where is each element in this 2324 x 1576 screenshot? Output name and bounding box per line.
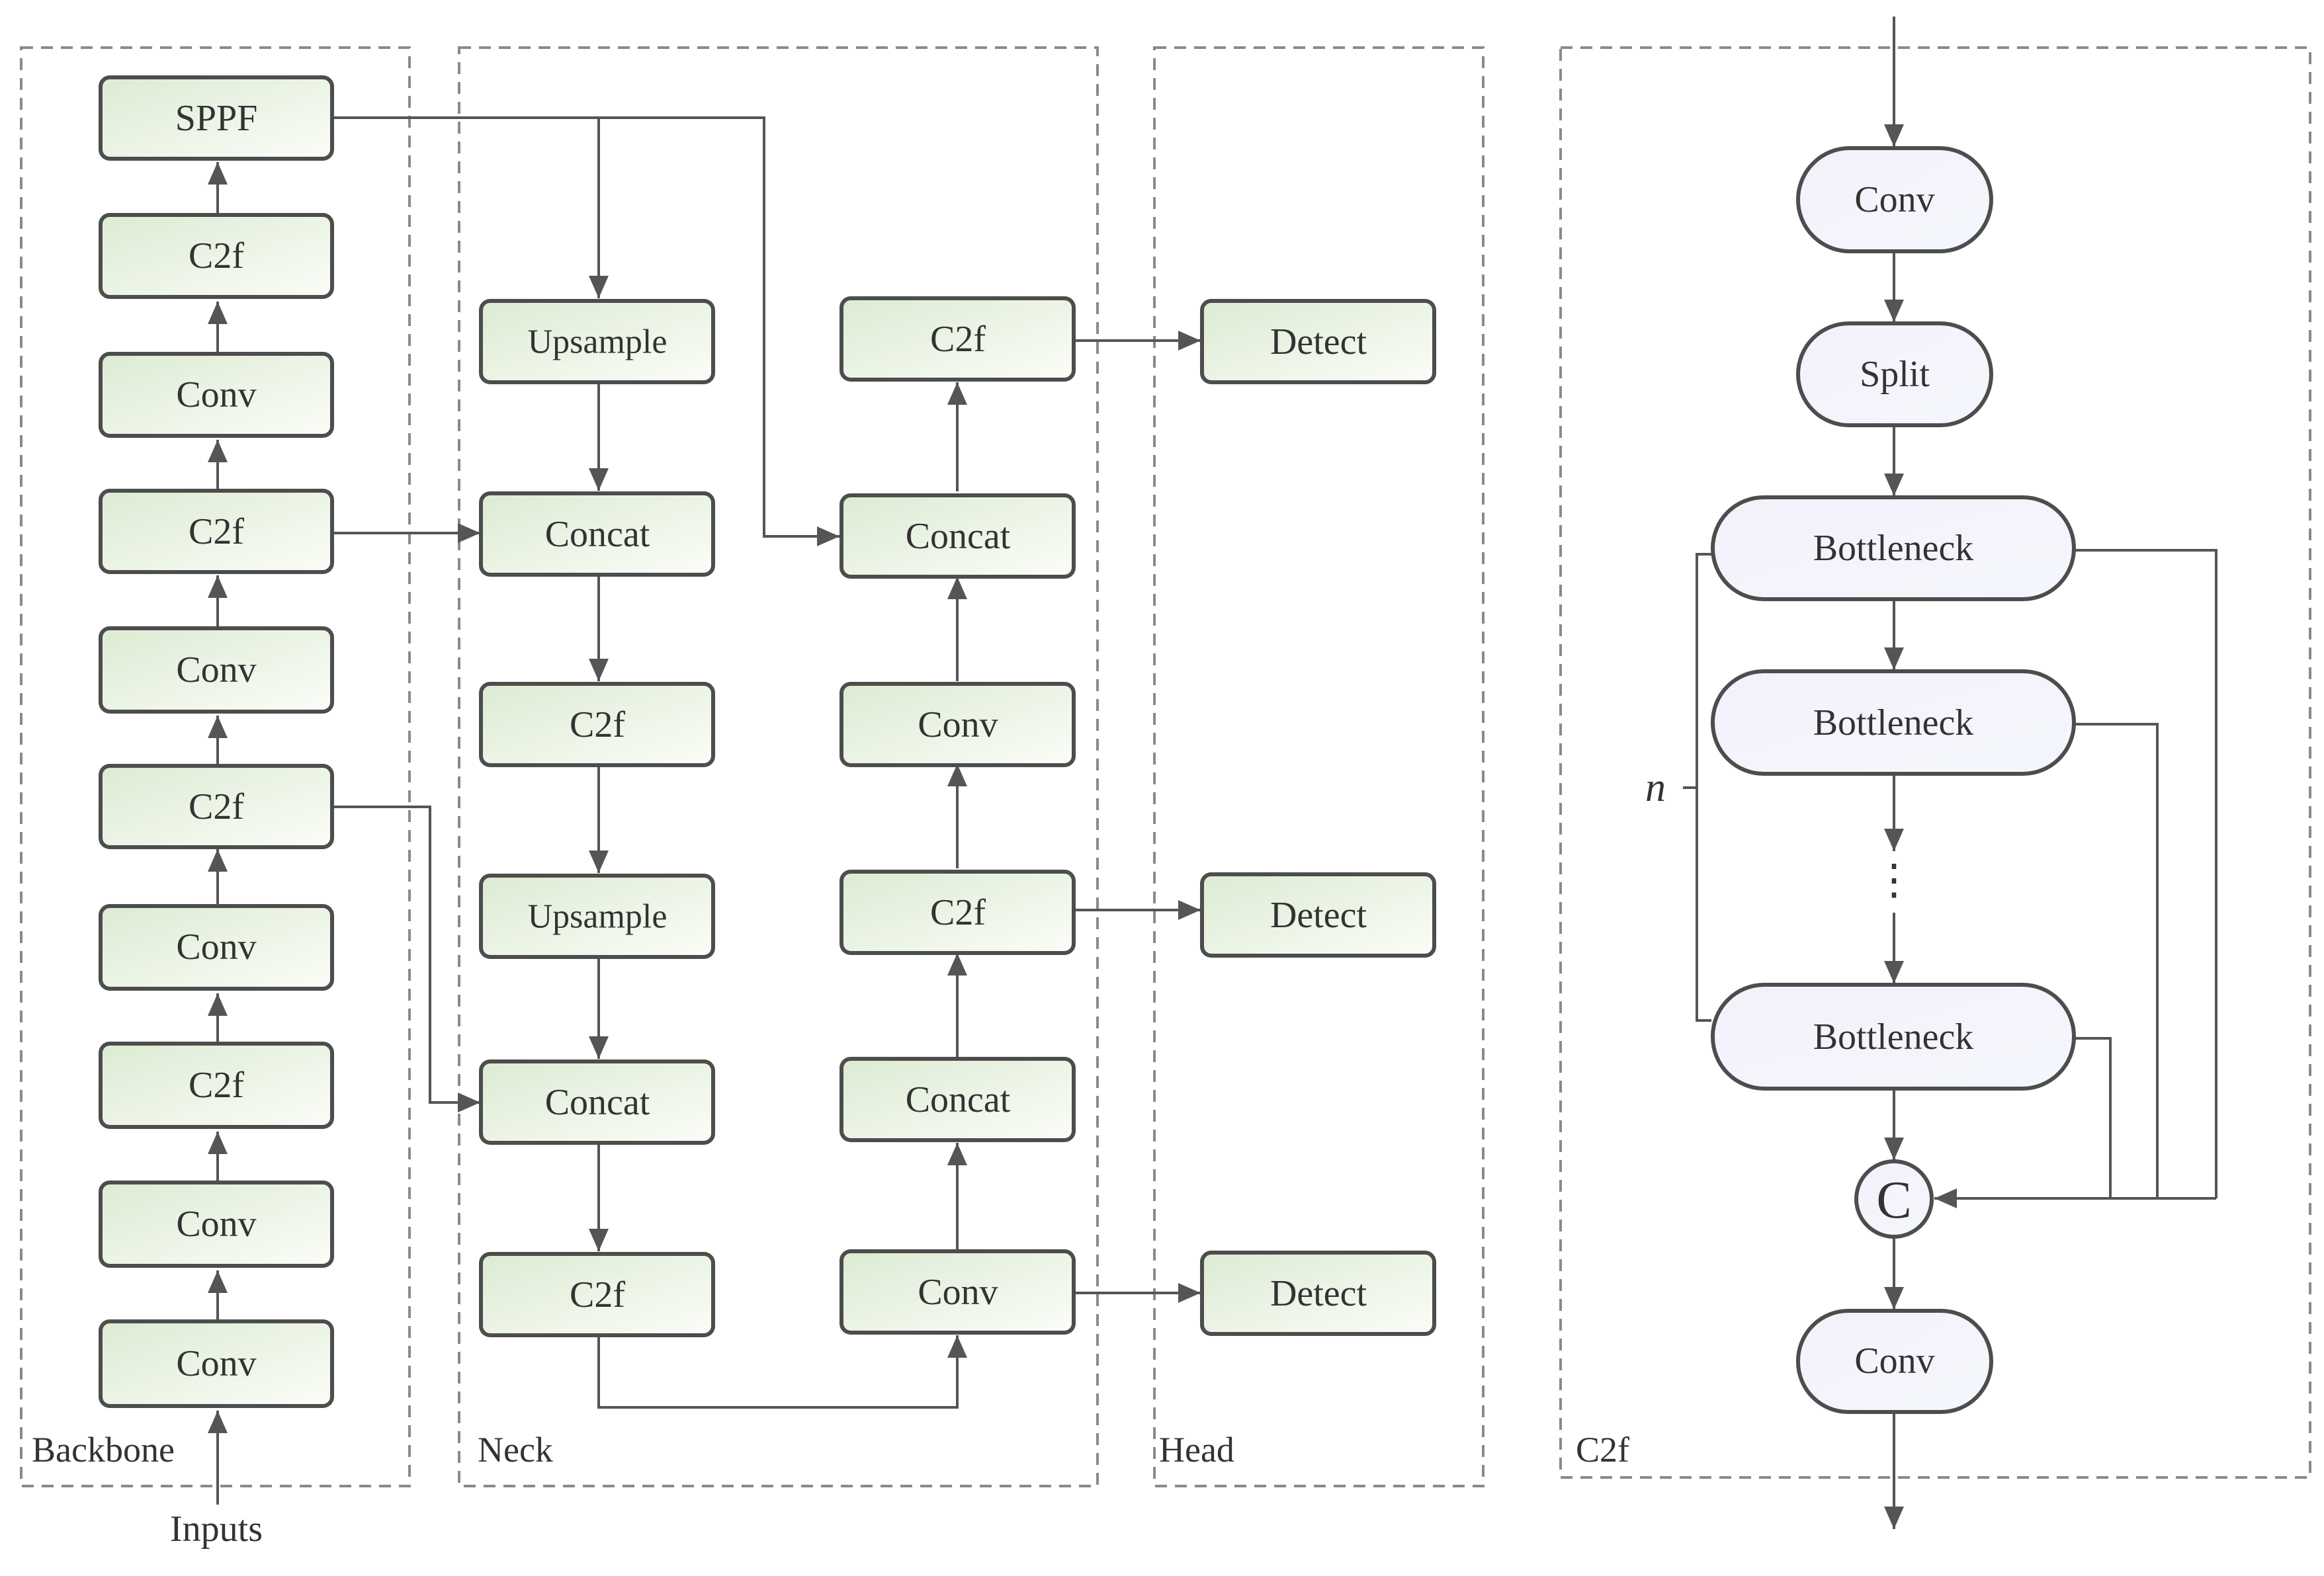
block-label: Bottleneck bbox=[1813, 702, 1974, 743]
repeat-brace bbox=[1696, 553, 1711, 1022]
block-label: Conv bbox=[176, 927, 256, 968]
block-label: Conv bbox=[176, 1204, 256, 1245]
block-label: Concat bbox=[906, 516, 1011, 557]
block-label: Detect bbox=[1270, 321, 1367, 362]
block-label: Split bbox=[1860, 354, 1930, 395]
block-label: C2f bbox=[189, 1065, 244, 1106]
backbone-block-conv: Conv bbox=[99, 352, 334, 438]
block-label: Concat bbox=[906, 1079, 1011, 1120]
block-label: C2f bbox=[930, 319, 986, 360]
backbone-block-c2f: C2f bbox=[99, 1042, 334, 1129]
block-label: Conv bbox=[1854, 179, 1934, 220]
block-label: Conv bbox=[918, 704, 998, 745]
sppf-to-concat-wire bbox=[599, 116, 839, 546]
neck-block-upsample: Upsample bbox=[479, 299, 715, 384]
block-label: Conv bbox=[176, 374, 256, 415]
neck-block-c2f: C2f bbox=[479, 1252, 715, 1337]
c2f-block-conv: Conv bbox=[1796, 1309, 1993, 1414]
block-label: Upsample bbox=[528, 323, 667, 361]
block-label: Conv bbox=[1854, 1341, 1934, 1382]
backbone-block-conv: Conv bbox=[99, 626, 334, 714]
neck-block-c2f: C2f bbox=[839, 870, 1076, 955]
bottleneck-shortcut-wire bbox=[2074, 723, 2159, 1198]
backbone-block-conv: Conv bbox=[99, 1181, 334, 1268]
head-panel-label: Head bbox=[1159, 1430, 1234, 1470]
block-label: Conv bbox=[176, 1343, 256, 1384]
neck-panel bbox=[458, 46, 1099, 1487]
neck-block-concat: Concat bbox=[479, 1059, 715, 1145]
neck-block-concat: Concat bbox=[839, 1057, 1076, 1142]
block-label: Bottleneck bbox=[1813, 528, 1974, 569]
bottleneck-shortcut-wire bbox=[2074, 1037, 2112, 1198]
c2f-block-split: Split bbox=[1796, 321, 1993, 427]
neck-block-conv: Conv bbox=[839, 1249, 1076, 1335]
block-label: C2f bbox=[570, 1274, 625, 1315]
block-label: Detect bbox=[1270, 1273, 1367, 1314]
neck-panel-label: Neck bbox=[478, 1430, 553, 1470]
c2f-concat-node: C bbox=[1854, 1159, 1934, 1239]
backbone-block-c2f: C2f bbox=[99, 213, 334, 299]
block-label: Concat bbox=[545, 1082, 650, 1123]
neck-block-concat: Concat bbox=[479, 491, 715, 577]
head-block-detect: Detect bbox=[1200, 1251, 1436, 1336]
block-label: Bottleneck bbox=[1813, 1016, 1974, 1058]
neck-block-concat: Concat bbox=[839, 493, 1076, 579]
backbone-block-c2f: C2f bbox=[99, 489, 334, 574]
block-label: Conv bbox=[918, 1272, 998, 1313]
block-label: C2f bbox=[570, 704, 625, 745]
block-label: Concat bbox=[545, 514, 650, 555]
block-label: Upsample bbox=[528, 898, 667, 936]
neck-block-conv: Conv bbox=[839, 682, 1076, 767]
c2f-to-conv-wire bbox=[597, 1335, 967, 1409]
c2f-to-concat-wire bbox=[332, 806, 480, 1112]
neck-block-upsample: Upsample bbox=[479, 874, 715, 959]
block-label: SPPF bbox=[175, 98, 258, 139]
backbone-block-sppf: SPPF bbox=[99, 75, 334, 161]
c2f-block-conv: Conv bbox=[1796, 146, 1993, 253]
backbone-block-c2f: C2f bbox=[99, 764, 334, 849]
sppf-to-upsample-wire bbox=[332, 116, 609, 298]
neck-block-c2f: C2f bbox=[479, 682, 715, 767]
neck-block-c2f: C2f bbox=[839, 296, 1076, 382]
repeat-count-label: n bbox=[1645, 765, 1666, 810]
c2f-block-bottleneck: Bottleneck bbox=[1711, 983, 2076, 1091]
block-label: Detect bbox=[1270, 895, 1367, 936]
block-label: C2f bbox=[189, 511, 244, 552]
concat-symbol: C bbox=[1876, 1171, 1911, 1229]
c2f-block-bottleneck: Bottleneck bbox=[1711, 495, 2076, 601]
backbone-block-conv: Conv bbox=[99, 1319, 334, 1408]
bottleneck-shortcut-wire bbox=[2074, 549, 2217, 1198]
inputs-label: Inputs bbox=[170, 1509, 263, 1550]
block-label: C2f bbox=[930, 892, 986, 933]
block-label: C2f bbox=[189, 235, 244, 276]
head-panel bbox=[1153, 46, 1485, 1487]
ellipsis-dots: ⋮ bbox=[1873, 856, 1915, 903]
backbone-block-conv: Conv bbox=[99, 904, 334, 991]
head-block-detect: Detect bbox=[1200, 299, 1436, 384]
backbone-panel-label: Backbone bbox=[32, 1430, 175, 1470]
c2f-panel-label: C2f bbox=[1576, 1430, 1629, 1470]
block-label: C2f bbox=[189, 786, 244, 827]
head-block-detect: Detect bbox=[1200, 872, 1436, 958]
c2f-block-bottleneck: Bottleneck bbox=[1711, 669, 2076, 776]
block-label: Conv bbox=[176, 649, 256, 690]
